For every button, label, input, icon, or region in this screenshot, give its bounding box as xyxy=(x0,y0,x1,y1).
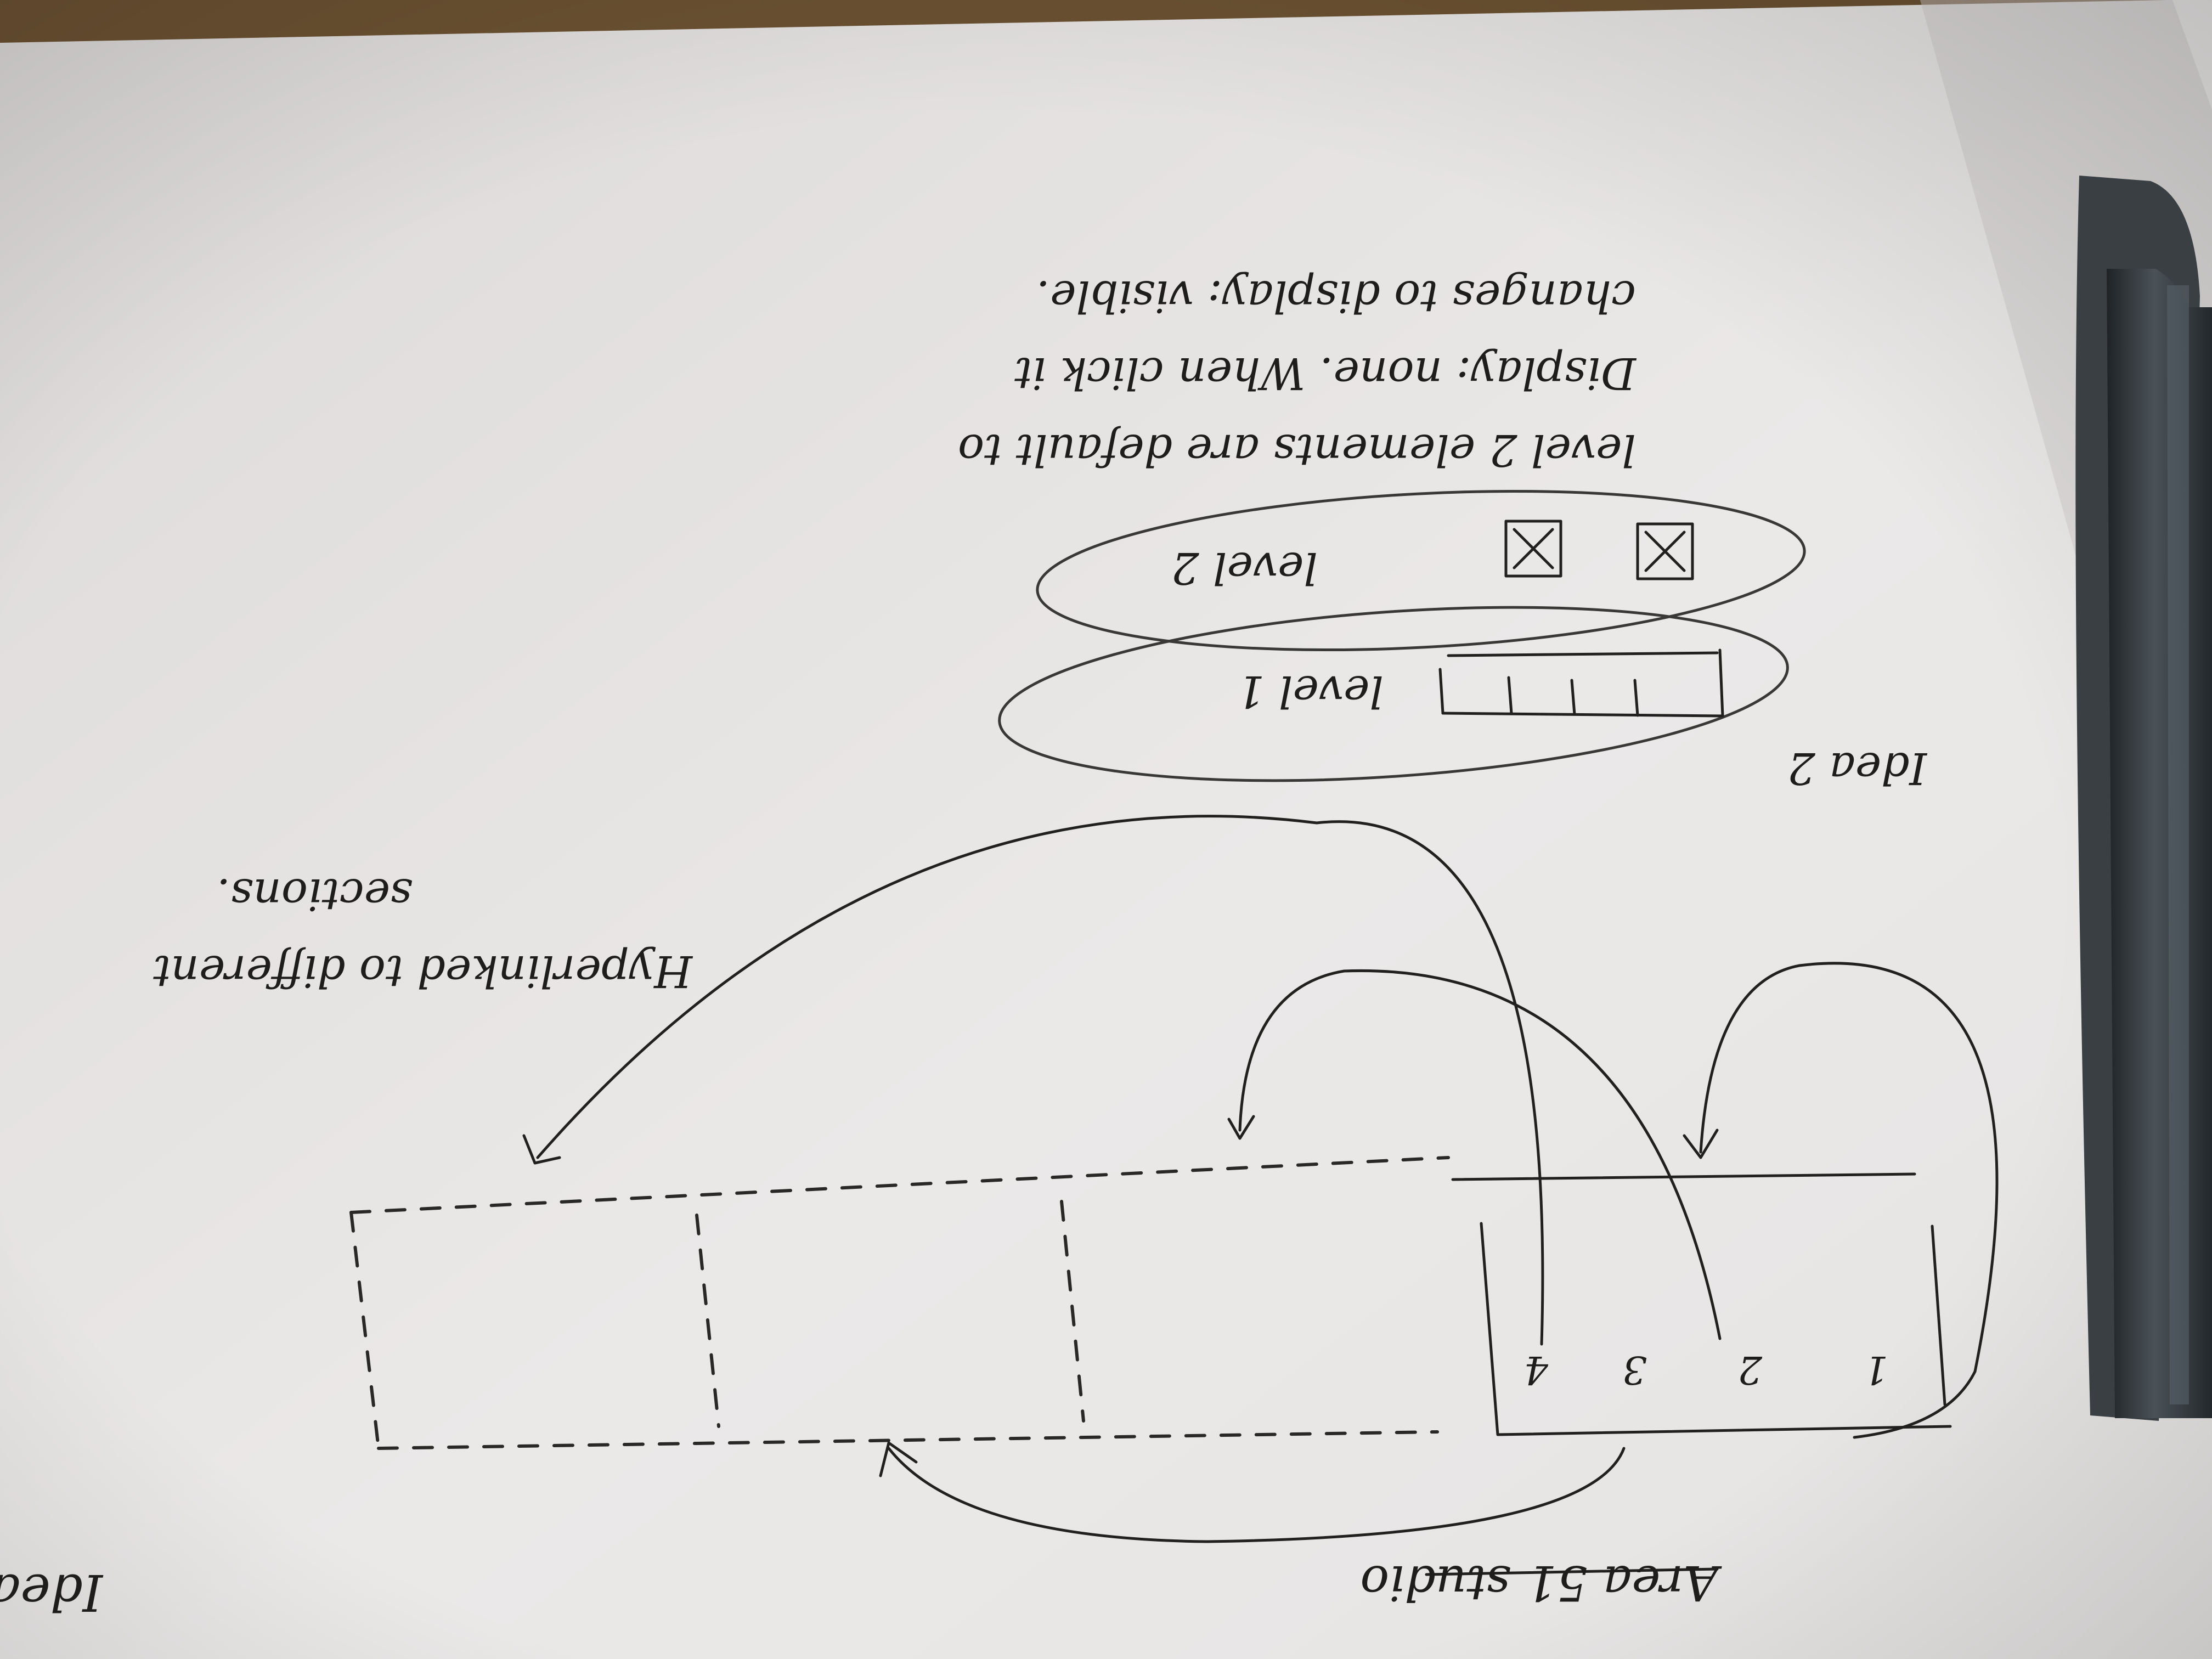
link-arrows xyxy=(522,815,1999,1543)
title-underline xyxy=(1425,1567,1719,1576)
content-sections xyxy=(349,1156,1450,1450)
level1-oval xyxy=(998,606,1789,782)
level2-oval xyxy=(1036,489,1806,652)
pen xyxy=(2075,176,2212,1421)
navigation-frame xyxy=(1451,1172,1952,1436)
